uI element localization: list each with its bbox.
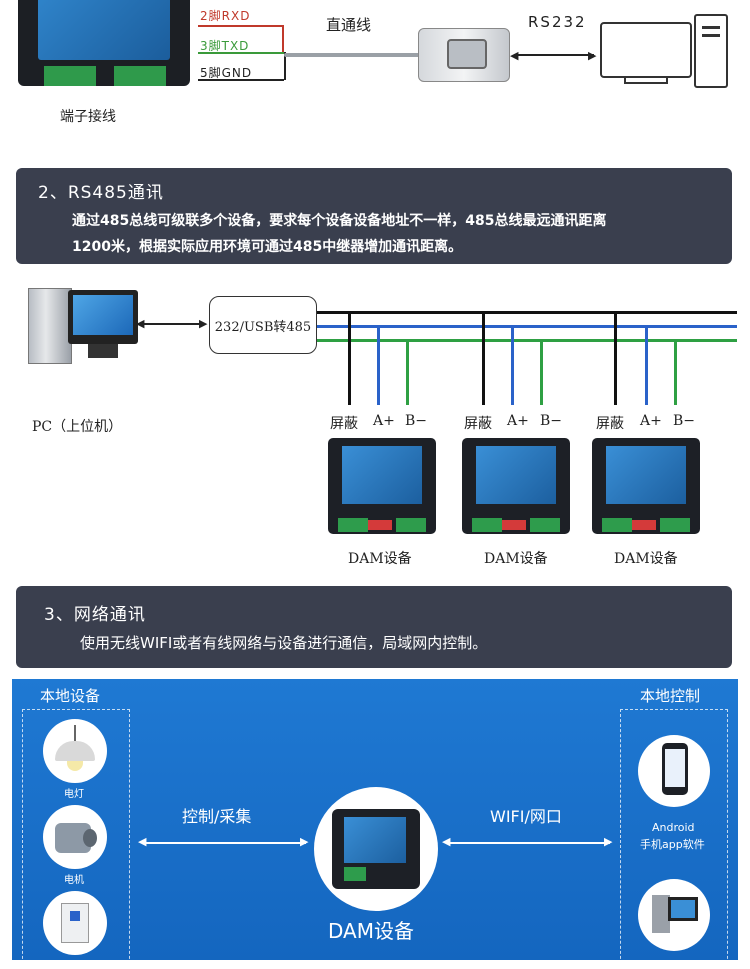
drop-a-2 bbox=[511, 325, 514, 405]
dam-device-3 bbox=[592, 438, 700, 534]
converter-box: 232/USB转485 bbox=[209, 296, 317, 354]
arrow-right-head-icon: ▶ bbox=[588, 49, 597, 62]
wire-gnd bbox=[198, 79, 284, 81]
rs485-banner: 2、RS485通讯 通过485总线可级联多个设备，要求每个设备设备地址不一样，4… bbox=[16, 168, 732, 264]
network-banner: 3、网络通讯 使用无线WIFI或者有线网络与设备进行通信，局域网内控制。 bbox=[16, 586, 732, 668]
wire-rxd-bend bbox=[282, 25, 284, 53]
b-minus-label-3: B− bbox=[673, 413, 696, 429]
pc-tower-icon bbox=[694, 14, 728, 88]
b-minus-label-2: B− bbox=[540, 413, 563, 429]
dam-device-photo bbox=[18, 0, 190, 86]
drop-a-1 bbox=[377, 325, 380, 405]
rs485-text-line1: 通过485总线可级联多个设备，要求每个设备设备地址不一样，485总线最远通讯距离 bbox=[72, 213, 607, 229]
local-devices-frame bbox=[22, 709, 130, 969]
protocol-label: RS232 bbox=[528, 13, 587, 31]
arrow-left-head-icon: ◀ bbox=[442, 835, 451, 848]
device-caption: 端子接线 bbox=[60, 109, 116, 125]
dam-device-2 bbox=[462, 438, 570, 534]
rs485-text-line2: 1200米，根据实际应用环境可通过485中继器增加通讯距离。 bbox=[72, 239, 463, 255]
wire-txd bbox=[198, 52, 284, 54]
center-label: DAM设备 bbox=[328, 919, 414, 943]
cable-label: 直通线 bbox=[326, 16, 372, 34]
pc-tower-photo bbox=[28, 288, 72, 364]
arrow-left-head-icon: ◀ bbox=[136, 317, 145, 330]
bus-shield-line bbox=[317, 311, 737, 314]
dam-device-center bbox=[314, 787, 438, 911]
wire-gnd-bend bbox=[284, 52, 286, 80]
drop-shield-3 bbox=[614, 311, 617, 405]
smartphone-icon bbox=[638, 735, 710, 807]
pc-link-arrow bbox=[142, 323, 204, 325]
right-link-line bbox=[448, 842, 610, 844]
app-label: 手机app软件 bbox=[640, 838, 705, 851]
arrow-right-head-icon: ▶ bbox=[300, 835, 309, 848]
lamp-label: 电灯 bbox=[64, 789, 84, 800]
local-control-frame bbox=[620, 709, 728, 969]
bus-b-line bbox=[317, 339, 737, 342]
local-control-title: 本地控制 bbox=[640, 687, 701, 705]
motor-label: 电机 bbox=[64, 875, 84, 886]
network-title: 3、网络通讯 bbox=[44, 605, 146, 625]
arrow-right-head-icon: ▶ bbox=[199, 317, 208, 330]
a-plus-label-2: A+ bbox=[507, 413, 529, 429]
shield-label-3: 屏蔽 bbox=[596, 416, 624, 432]
wire-rxd bbox=[198, 25, 282, 27]
wire-gnd-label: 5脚GND bbox=[200, 66, 253, 80]
b-minus-label-1: B− bbox=[405, 413, 428, 429]
a-plus-label-3: A+ bbox=[640, 413, 662, 429]
pc-monitor-photo bbox=[68, 290, 138, 344]
left-link-line bbox=[144, 842, 306, 844]
wire-rxd-label: 2脚RXD bbox=[200, 9, 251, 23]
bus-a-line bbox=[317, 325, 737, 328]
a-plus-label-1: A+ bbox=[373, 413, 395, 429]
wire-txd-label: 3脚TXD bbox=[200, 39, 250, 53]
pc-monitor-stand bbox=[88, 344, 118, 358]
motor-icon bbox=[43, 805, 107, 869]
bidirectional-arrow bbox=[514, 54, 594, 56]
arrow-right-head-icon: ▶ bbox=[604, 835, 613, 848]
computer-icon bbox=[638, 879, 710, 951]
right-arrow-label: WIFI/网口 bbox=[490, 807, 562, 826]
arrow-left-head-icon: ◀ bbox=[138, 835, 147, 848]
left-arrow-label: 控制/采集 bbox=[182, 807, 252, 826]
rs485-title: 2、RS485通讯 bbox=[38, 183, 164, 203]
pc-label: PC（上位机） bbox=[32, 419, 123, 435]
drop-shield-2 bbox=[482, 311, 485, 405]
drop-b-2 bbox=[540, 339, 543, 405]
dam-label-2: DAM设备 bbox=[484, 551, 548, 567]
network-diagram: 本地设备 本地控制 电灯 电机 DAM设备 控制/采集 ◀ ▶ WIFI/网口 … bbox=[12, 679, 738, 969]
local-devices-title: 本地设备 bbox=[40, 687, 101, 705]
drop-b-3 bbox=[674, 339, 677, 405]
dam-label-1: DAM设备 bbox=[348, 551, 412, 567]
shield-label-2: 屏蔽 bbox=[464, 416, 492, 432]
network-text: 使用无线WIFI或者有线网络与设备进行通信，局域网内控制。 bbox=[80, 634, 488, 652]
dam-device-1 bbox=[328, 438, 436, 534]
drop-b-1 bbox=[406, 339, 409, 405]
monitor-icon bbox=[600, 22, 692, 78]
monitor-stand-icon bbox=[624, 78, 668, 84]
drop-shield-1 bbox=[348, 311, 351, 405]
straight-cable bbox=[284, 53, 420, 57]
shield-label-1: 屏蔽 bbox=[330, 416, 358, 432]
android-label: Android bbox=[652, 821, 695, 834]
circuit-breaker-icon bbox=[43, 891, 107, 955]
dam-label-3: DAM设备 bbox=[614, 551, 678, 567]
arrow-left-head-icon: ◀ bbox=[510, 49, 519, 62]
db9-connector bbox=[418, 28, 510, 82]
drop-a-3 bbox=[645, 325, 648, 405]
lamp-icon bbox=[43, 719, 107, 783]
